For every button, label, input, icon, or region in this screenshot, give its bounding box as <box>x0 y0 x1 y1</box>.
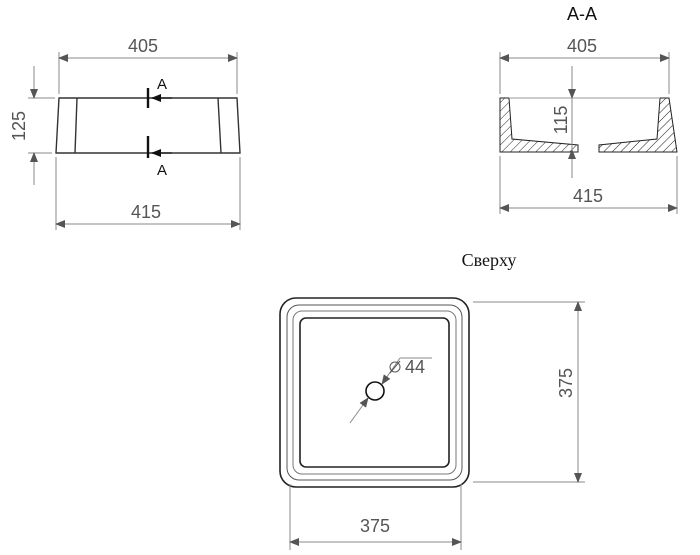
drain-hole <box>365 381 385 401</box>
front-view: 405 125 415 A A <box>9 36 241 230</box>
top-height-label: 375 <box>556 368 576 398</box>
drain-dimension-arrow-lower <box>349 397 369 424</box>
drain-diameter-label: 44 <box>405 357 425 377</box>
top-view-title: Сверху <box>462 250 517 270</box>
diameter-symbol-icon <box>389 361 401 373</box>
front-height-label: 125 <box>9 111 29 141</box>
front-view-right-edge <box>217 97 222 154</box>
top-view-outer-edge <box>279 297 470 488</box>
top-width-label: 375 <box>360 516 390 536</box>
front-top-width-label: 405 <box>128 36 158 56</box>
section-height-label: 115 <box>551 106 571 135</box>
top-view-rim-edge <box>286 304 463 481</box>
section-right-wall <box>598 97 678 153</box>
section-bottom-width-label: 415 <box>573 186 603 206</box>
front-view-body <box>55 97 241 154</box>
section-top-width-label: 405 <box>567 36 597 56</box>
section-view: A-A 405 115 415 <box>499 4 678 214</box>
section-marker-bottom-label: A <box>157 162 167 179</box>
front-view-left-edge <box>74 97 78 154</box>
diameter-symbol-slash <box>389 360 401 374</box>
front-bottom-width-label: 415 <box>131 202 161 222</box>
section-view-title: A-A <box>567 4 597 24</box>
top-view-slope-edge <box>292 310 457 475</box>
top-view-inner-bowl <box>299 317 450 468</box>
section-marker-top-label: A <box>157 76 167 93</box>
top-view: Сверху 44 375 375 <box>279 250 585 550</box>
